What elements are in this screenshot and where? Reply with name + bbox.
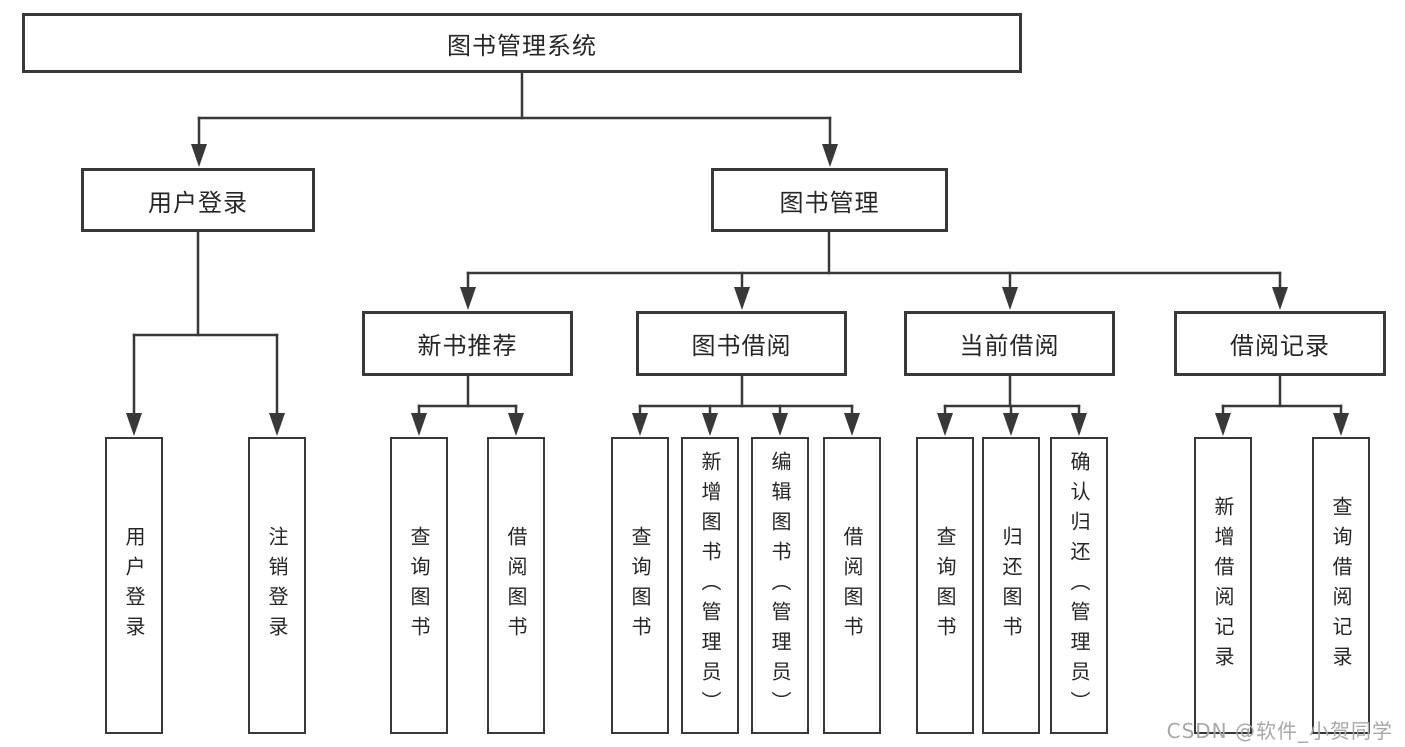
leaf-newbook-borrow-label: 借阅图书 <box>504 525 528 646</box>
leaf-borrow-add-label: 新增图书（管理员） <box>698 450 722 721</box>
node-current-borrow-label: 当前借阅 <box>959 332 1060 360</box>
leaf-logout-label: 注销登录 <box>265 525 289 646</box>
leaf-current-confirm: 确认归还（管理员） <box>1050 437 1108 734</box>
leaf-borrow-query: 查询图书 <box>611 437 669 734</box>
leaf-record-add: 新增借阅记录 <box>1194 437 1252 734</box>
leaf-logout: 注销登录 <box>248 437 306 734</box>
leaf-user-login: 用户登录 <box>105 437 163 734</box>
node-new-book-recommend-label: 新书推荐 <box>417 332 518 360</box>
leaf-current-return: 归还图书 <box>982 437 1040 734</box>
leaf-current-return-label: 归还图书 <box>999 525 1023 646</box>
node-book-borrow-label: 图书借阅 <box>691 332 792 360</box>
node-user-login: 用户登录 <box>81 168 315 232</box>
leaf-newbook-borrow: 借阅图书 <box>487 437 545 734</box>
node-borrow-record-label: 借阅记录 <box>1230 332 1330 360</box>
leaf-user-login-label: 用户登录 <box>122 525 146 646</box>
leaf-current-query-label: 查询图书 <box>933 525 957 646</box>
leaf-borrow-borrow: 借阅图书 <box>823 437 881 734</box>
node-new-book-recommend: 新书推荐 <box>362 311 573 376</box>
leaf-borrow-borrow-label: 借阅图书 <box>840 525 864 646</box>
csdn-watermark: CSDN @软件_小贺同学 <box>1166 719 1393 743</box>
leaf-record-add-label: 新增借阅记录 <box>1211 495 1235 676</box>
node-book-management-label: 图书管理 <box>779 188 880 217</box>
leaf-record-query-label: 查询借阅记录 <box>1329 495 1353 676</box>
node-book-borrow: 图书借阅 <box>636 311 847 376</box>
node-borrow-record: 借阅记录 <box>1174 311 1386 376</box>
node-library-system: 图书管理系统 <box>22 13 1022 73</box>
leaf-borrow-edit-label: 编辑图书（管理员） <box>768 450 792 721</box>
node-current-borrow: 当前借阅 <box>904 311 1115 376</box>
leaf-current-query: 查询图书 <box>916 437 974 734</box>
node-book-management: 图书管理 <box>711 168 948 232</box>
leaf-borrow-edit: 编辑图书（管理员） <box>751 437 809 734</box>
leaf-newbook-query: 查询图书 <box>390 437 448 734</box>
node-library-system-label: 图书管理系统 <box>447 31 597 60</box>
leaf-newbook-query-label: 查询图书 <box>407 525 431 646</box>
leaf-borrow-add: 新增图书（管理员） <box>681 437 739 734</box>
leaf-current-confirm-label: 确认归还（管理员） <box>1067 450 1091 721</box>
node-user-login-label: 用户登录 <box>148 188 248 217</box>
leaf-record-query: 查询借阅记录 <box>1312 437 1370 734</box>
leaf-borrow-query-label: 查询图书 <box>628 525 652 646</box>
